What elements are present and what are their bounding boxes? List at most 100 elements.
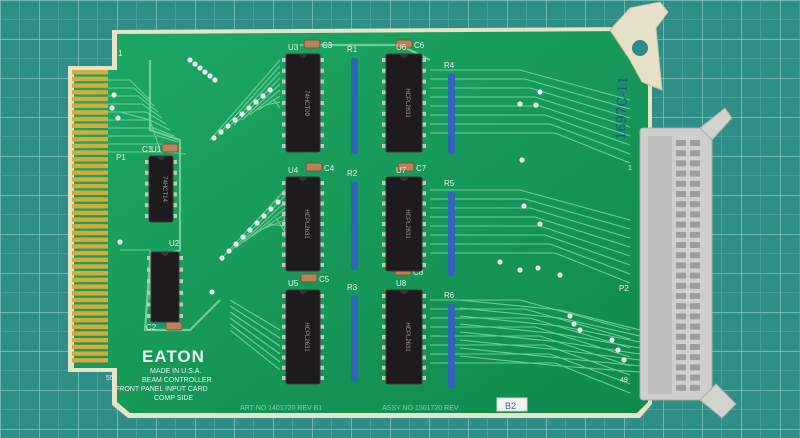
header-pin [690, 252, 700, 259]
header-pin [690, 272, 700, 279]
ic-pin [145, 181, 150, 186]
ic-pin [282, 376, 287, 380]
header-pin [690, 333, 700, 340]
via [212, 77, 218, 83]
ic-pin [319, 133, 324, 138]
edge-finger [72, 90, 108, 95]
ic-pin [147, 256, 152, 260]
ic-pin [421, 324, 426, 329]
ic-pin [282, 335, 287, 339]
via [533, 102, 539, 108]
resistor-label: R4 [444, 61, 455, 70]
ic-pin [382, 376, 387, 380]
ic-pin [421, 122, 426, 127]
via [111, 92, 117, 98]
ic-pin [382, 232, 387, 237]
ic-pin [319, 365, 324, 370]
ribbon-header-p2 [639, 107, 737, 419]
ic-part-number: HCPL2631 [404, 209, 410, 239]
header-pin [676, 170, 686, 177]
ic-pin [421, 144, 426, 148]
trace [241, 83, 281, 121]
ic-pin [421, 263, 426, 267]
via [197, 65, 203, 71]
header-pin [690, 344, 700, 350]
edge-finger [72, 190, 108, 195]
ic-pin [421, 133, 426, 138]
edge-finger [72, 237, 108, 242]
header-pin [676, 333, 686, 340]
trace [430, 216, 631, 248]
edge-finger [72, 331, 108, 336]
ic-pin [319, 191, 324, 196]
ic-pin [145, 160, 150, 164]
trace [251, 213, 286, 237]
trace [430, 317, 631, 349]
ic-pin [382, 222, 387, 226]
ic-pin [282, 263, 287, 267]
trace [257, 95, 281, 111]
via [609, 337, 615, 343]
header-pin [690, 262, 700, 269]
ic-chip: U2 [147, 239, 183, 323]
ic-notch [299, 177, 307, 181]
header-pin [676, 364, 686, 371]
header-pin [690, 211, 700, 218]
edge-finger [72, 96, 108, 102]
trace [229, 305, 281, 339]
edge-finger [72, 177, 108, 182]
ic-pin [382, 355, 387, 360]
trace [459, 315, 641, 343]
trace [430, 78, 631, 110]
trace [430, 69, 631, 101]
pin-one-label: 1 [118, 49, 123, 58]
assy-number: ASSY NO 1501720 REV [382, 405, 459, 412]
resistor-label: R1 [347, 45, 358, 54]
ic-pin [319, 101, 324, 105]
via [254, 220, 260, 226]
ic-pin [282, 122, 287, 127]
ic-body [285, 289, 321, 385]
via [577, 327, 583, 333]
trace [430, 243, 631, 275]
ic-ref-label: U2 [169, 239, 180, 248]
ic-pin [172, 214, 177, 218]
ic-notch [299, 290, 307, 294]
trace [430, 105, 631, 137]
ic-pin [147, 267, 152, 272]
trace [430, 344, 631, 376]
header-pin [676, 344, 686, 350]
header-pin [690, 323, 700, 330]
header-pin [690, 313, 700, 320]
ic-pin [421, 79, 426, 84]
trace [430, 308, 631, 340]
trace [459, 299, 641, 331]
header-pin [676, 323, 686, 330]
via [517, 267, 523, 273]
via [232, 117, 238, 123]
header-pin [676, 140, 686, 146]
capacitor-label: C3 [322, 41, 333, 50]
edge-finger [72, 224, 108, 229]
ejector-hole [632, 40, 648, 56]
header-pin [676, 313, 686, 320]
rev-sticker [496, 397, 528, 412]
trace [459, 339, 641, 361]
resistor-label: R2 [347, 169, 358, 178]
ic-pin [382, 211, 387, 216]
ic-pin [178, 256, 183, 260]
via [267, 87, 273, 93]
ic-pin [145, 214, 150, 218]
header-pin [690, 231, 700, 238]
ic-pin [282, 79, 287, 84]
trace [459, 331, 641, 355]
header-pin [690, 140, 700, 146]
trace [209, 59, 281, 141]
header-pin [676, 282, 686, 289]
edge-finger [72, 103, 108, 108]
ic-pin [145, 170, 150, 175]
trace [229, 317, 281, 355]
trace [229, 299, 281, 331]
